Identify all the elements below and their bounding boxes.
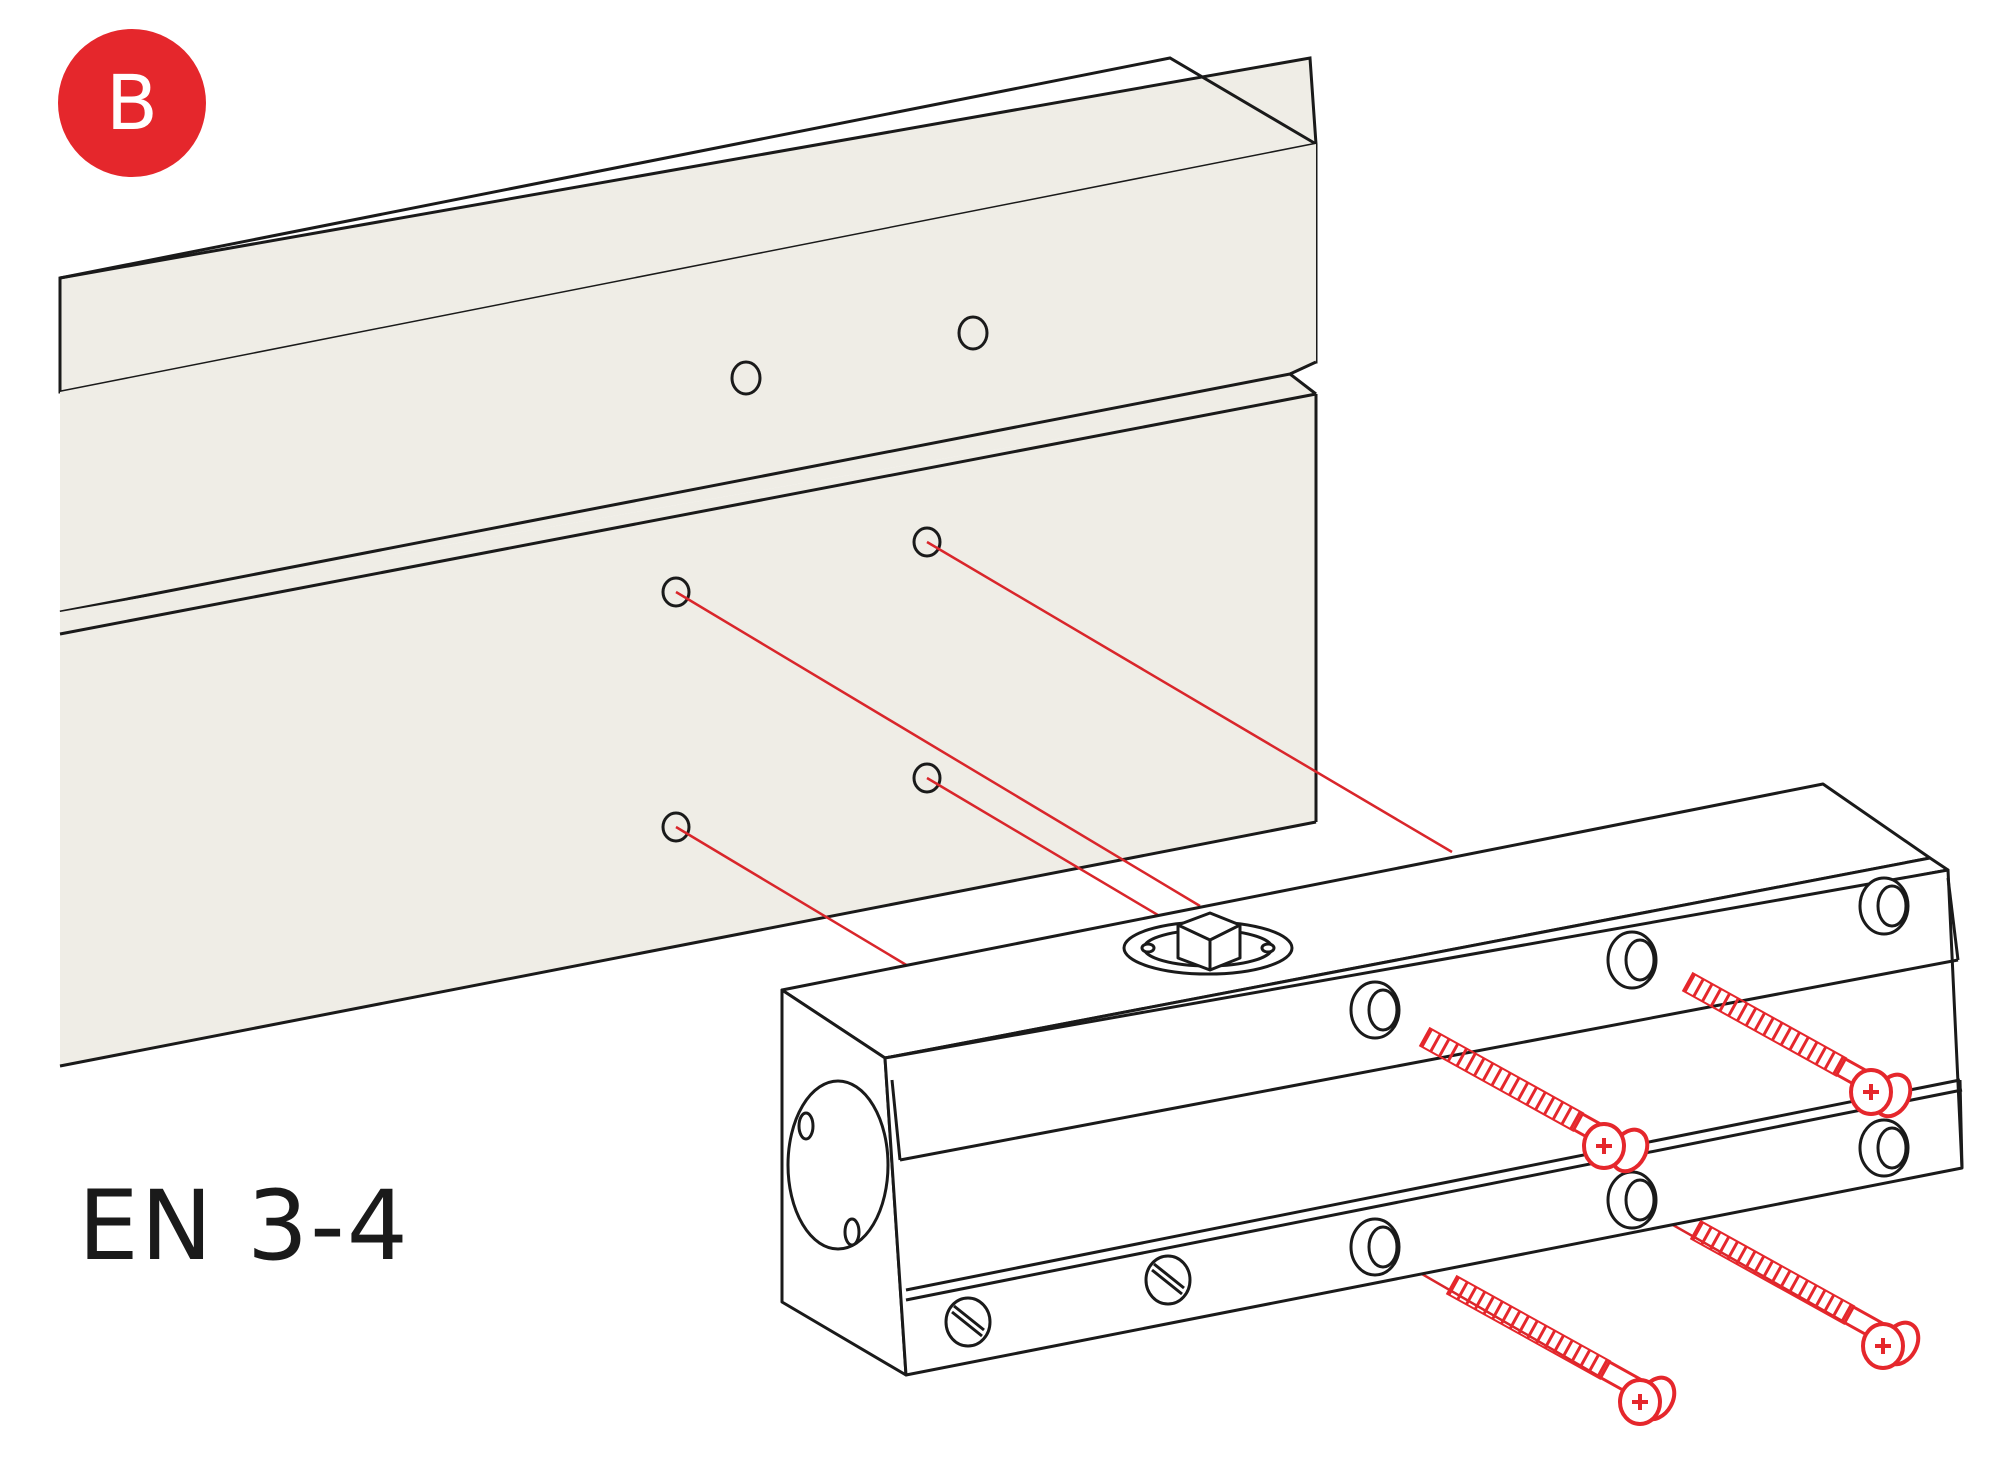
screws (1418, 971, 1921, 1426)
spindle-icon (1122, 911, 1294, 976)
drill-hole-icon (730, 360, 762, 396)
frame-lower-block (60, 394, 1316, 1066)
standard-label: EN 3-4 (78, 1170, 410, 1282)
end-cap-icon (786, 1079, 890, 1251)
step-badge: B (58, 29, 206, 177)
mounting-holes (944, 876, 1910, 1348)
drill-hole-icon (957, 315, 989, 351)
door-frame (58, 56, 1318, 1068)
frame-middle-strip (60, 144, 1316, 612)
frame-top-edge (59, 56, 1317, 280)
